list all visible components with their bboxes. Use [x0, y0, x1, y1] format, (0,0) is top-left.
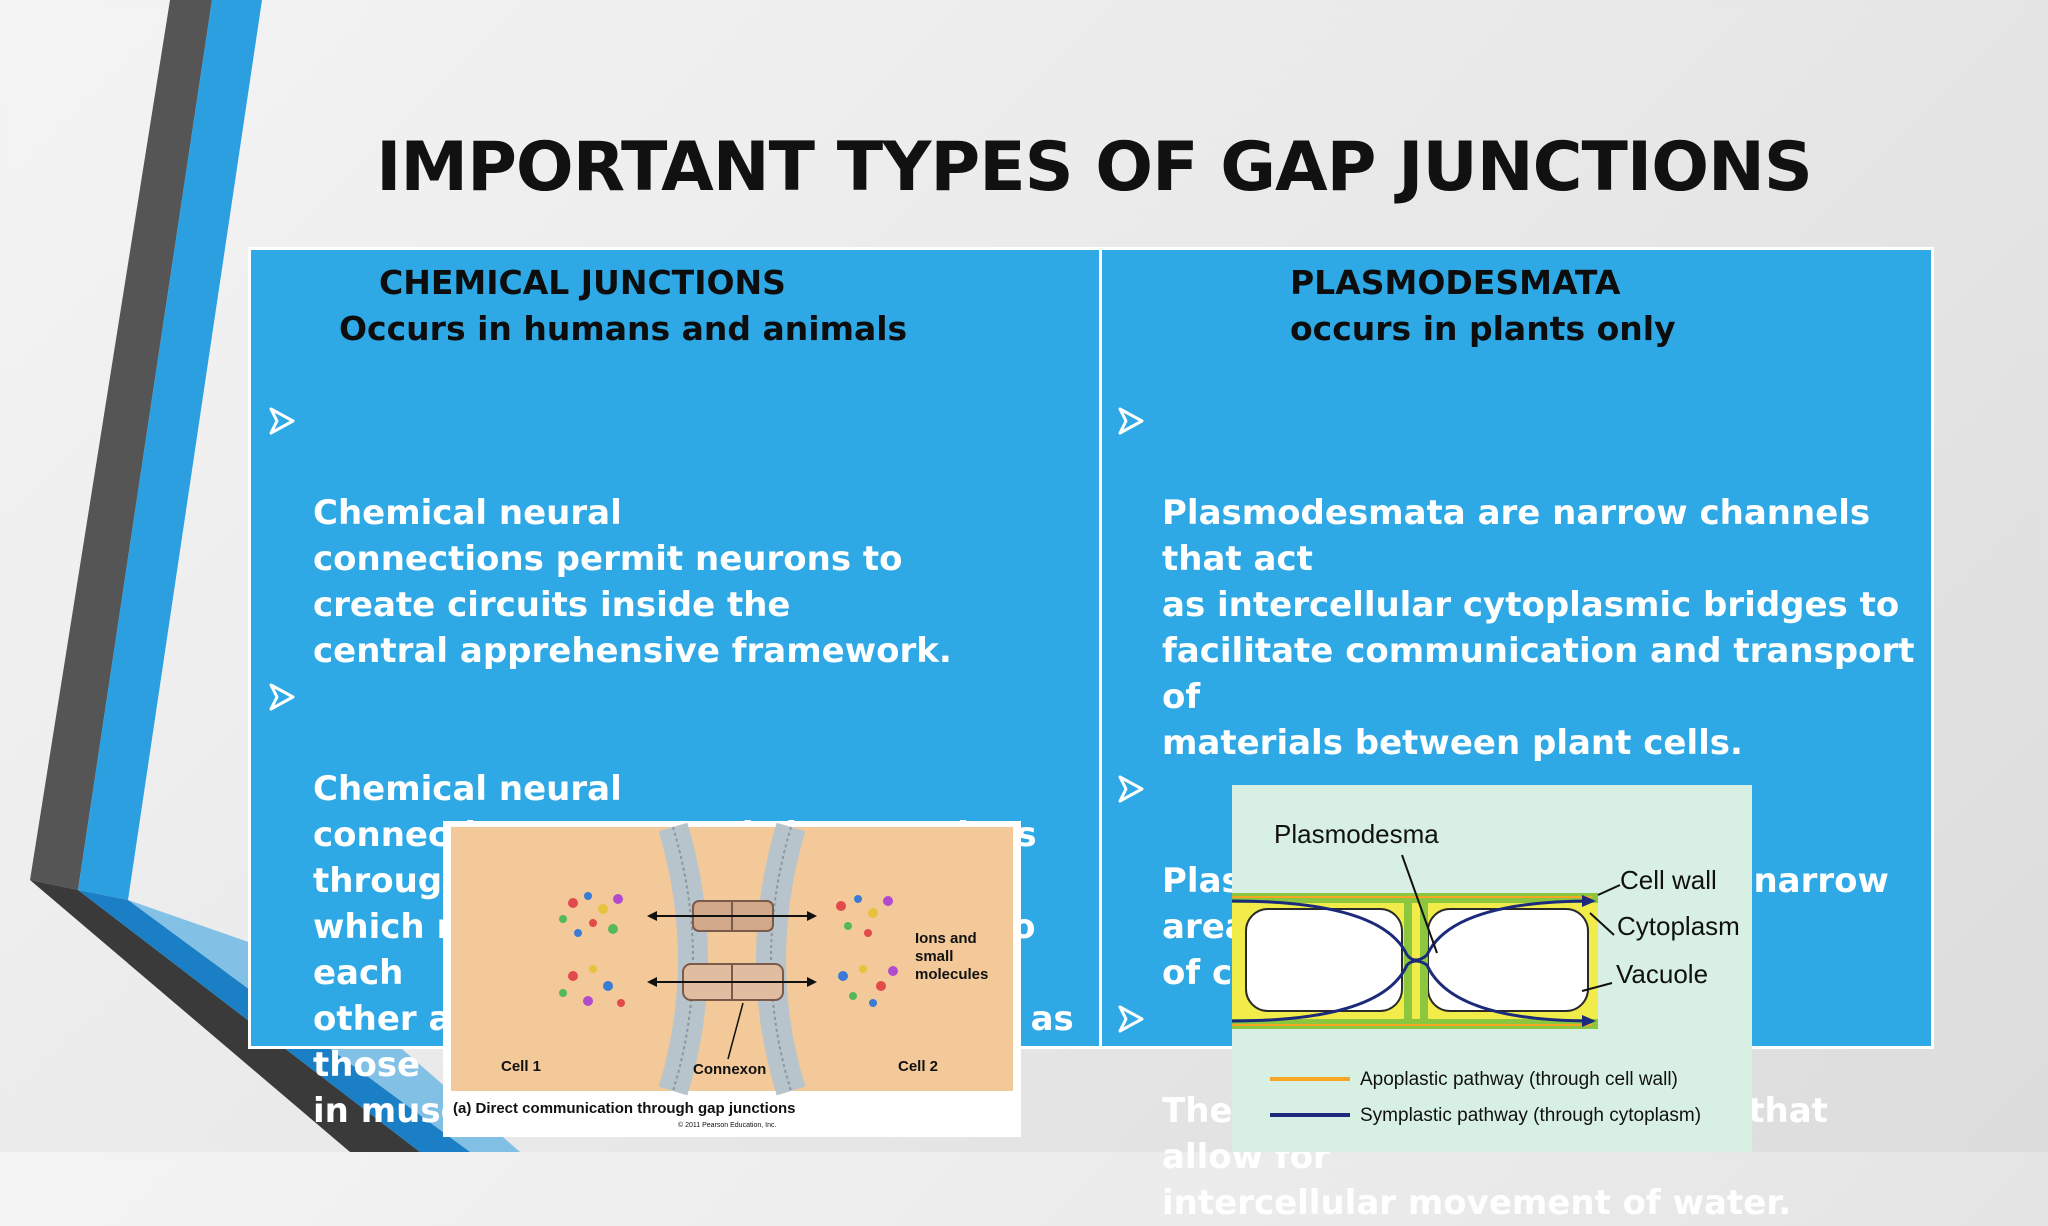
figure-label-cytoplasm: Cytoplasm: [1617, 911, 1740, 941]
gap-junction-figure: Ions and small molecules Cell 1 Cell 2 C…: [443, 821, 1021, 1137]
figure-label-vacuole: Vacuole: [1616, 959, 1708, 989]
plasmodesma-diagram: Plasmodesma Cell wall Cytoplasm Vacuole …: [1231, 819, 1740, 1126]
column-heading: PLASMODESMATA: [1290, 263, 1621, 302]
list-item: Plasmodesmata are narrow channels that a…: [1116, 398, 1936, 766]
figure-caption: (a) Direct communication through gap jun…: [453, 1100, 796, 1117]
bullet-text: Plasmodesmata are narrow channels that a…: [1162, 493, 1915, 763]
figure-label-cell1: Cell 1: [501, 1058, 541, 1075]
figure-label-plasmodesma: Plasmodesma: [1274, 819, 1439, 849]
column-subheading: occurs in plants only: [1290, 309, 1676, 348]
arrow-bullet-icon: [269, 683, 295, 711]
column-heading: CHEMICAL JUNCTIONS: [379, 263, 786, 302]
figure-label-small: small: [915, 948, 953, 965]
arrow-bullet-icon: [1118, 407, 1144, 435]
arrow-bullet-icon: [269, 407, 295, 435]
figure-label-cell-wall: Cell wall: [1620, 865, 1717, 895]
arrow-bullet-icon: [1118, 1005, 1144, 1033]
bullet-text: Chemical neural connections permit neuro…: [313, 493, 952, 671]
figure-label-molecules: molecules: [915, 966, 988, 983]
list-item: Chemical neural connections permit neuro…: [267, 398, 1087, 674]
figure-label-connexon: Connexon: [693, 1061, 766, 1078]
legend-symplastic: Symplastic pathway (through cytoplasm): [1360, 1105, 1701, 1126]
figure-copyright: © 2011 Pearson Education, Inc.: [678, 1121, 776, 1129]
figure-label-ions: Ions and: [915, 930, 977, 947]
arrow-bullet-icon: [1118, 775, 1144, 803]
column-subheading: Occurs in humans and animals: [339, 309, 908, 348]
gap-junction-diagram: Ions and small molecules Cell 1 Cell 2 C…: [451, 822, 1013, 1129]
plasmodesma-figure: Plasmodesma Cell wall Cytoplasm Vacuole …: [1231, 785, 1752, 1152]
figure-label-cell2: Cell 2: [898, 1058, 938, 1075]
legend-apoplastic: Apoplastic pathway (through cell wall): [1360, 1069, 1678, 1090]
slide-title: IMPORTANT TYPES OF GAP JUNCTIONS: [376, 128, 1813, 207]
